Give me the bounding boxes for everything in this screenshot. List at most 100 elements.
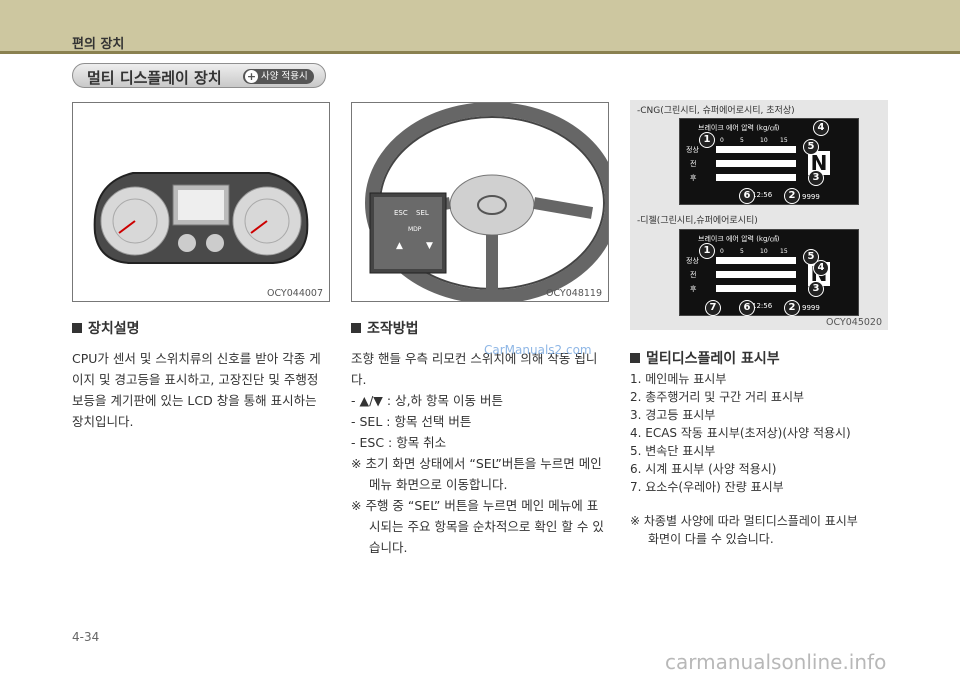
- footer-watermark: carmanualsonline.info: [665, 650, 887, 674]
- row-label: 전: [690, 271, 697, 279]
- row-label: 전: [690, 160, 697, 168]
- figure-code: OCY048119: [545, 288, 602, 299]
- bullet-square-icon: [72, 323, 82, 333]
- col2-note-line: 메뉴 화면으로 이동합니다.: [369, 477, 508, 492]
- col3-item: 4. ECAS 작동 표시부(초저상)(사양 적용시): [630, 426, 851, 440]
- callout-3: 3: [808, 281, 824, 297]
- bar-normal: [716, 146, 796, 153]
- bar-rear: [716, 285, 796, 292]
- col2-note-line: 습니다.: [369, 540, 408, 555]
- row-label: 후: [690, 285, 697, 293]
- overlay-watermark: CarManuals2.com: [484, 343, 592, 357]
- callout-5: 5: [803, 139, 819, 155]
- callout-3: 3: [808, 170, 824, 186]
- scale-label: 0: [720, 137, 724, 144]
- page-title: 멀티 디스플레이 장치: [87, 69, 222, 87]
- col1-heading: 장치설명: [72, 318, 140, 338]
- callout-7: 7: [705, 300, 721, 316]
- col3-item: 1. 메인메뉴 표시부: [630, 372, 727, 386]
- col2-intro-line: 조향 핸들 우측 리모컨 스위치에 의해 작동 됩니: [351, 351, 598, 366]
- callout-6: 6: [739, 188, 755, 204]
- screen-title: 브레이크 에어 압력 (kg/㎠): [698, 235, 780, 243]
- figure-code: OCY045020: [825, 317, 882, 328]
- col3-note: ※ 차종별 사양에 따라 멀티디스플레이 표시부 화면이 다를 수 있습니다.: [630, 512, 900, 548]
- bullet-square-icon: [630, 353, 640, 363]
- callout-4: 4: [813, 260, 829, 276]
- option-badge: +사양 적용시: [243, 69, 314, 84]
- col3-heading-text: 멀티디스플레이 표시부: [646, 351, 780, 367]
- header-rule: [0, 51, 960, 54]
- odometer-text: 9999: [802, 193, 820, 201]
- row-label: 정상: [686, 146, 699, 154]
- scale-label: 5: [740, 137, 744, 144]
- callout-4: 4: [813, 120, 829, 136]
- callout-2: 2: [784, 300, 800, 316]
- col3-item: 5. 변속단 표시부: [630, 444, 716, 458]
- scale-label: 0: [720, 248, 724, 255]
- col2-item: - ESC : 항목 취소: [351, 435, 447, 450]
- clock-text: 12:56: [752, 191, 773, 199]
- col2-note-line: ※ 초기 화면 상태에서 “SEL”버튼을 누르면 메인: [351, 456, 602, 471]
- col1-line: 장치입니다.: [72, 414, 134, 429]
- col3-note-line: ※ 차종별 사양에 따라 멀티디스플레이 표시부: [630, 514, 858, 528]
- col1-line: 보등을 계기판에 있는 LCD 창을 통해 표시하는: [72, 393, 317, 408]
- callout-6: 6: [739, 300, 755, 316]
- col3-heading: 멀티디스플레이 표시부: [630, 348, 780, 368]
- plus-icon: +: [245, 70, 258, 83]
- bar-front: [716, 160, 796, 167]
- callout-2: 2: [784, 188, 800, 204]
- col3-note-line: 화면이 다를 수 있습니다.: [648, 532, 774, 546]
- col2-note-line: 시되는 주요 항목을 순차적으로 확인 할 수 있: [369, 519, 604, 534]
- col2-body: 조향 핸들 우측 리모컨 스위치에 의해 작동 됩니 다. - ▲/▼ : 상,…: [351, 348, 617, 558]
- col2-heading: 조작방법: [351, 318, 419, 338]
- steering-wheel-illustration: [365, 103, 608, 301]
- bar-rear: [716, 174, 796, 181]
- sel-button: SEL: [416, 209, 429, 217]
- scale-label: 10: [760, 248, 768, 255]
- scale-label: 5: [740, 248, 744, 255]
- col2-item: - SEL : 항목 선택 버튼: [351, 414, 472, 429]
- cng-caption: -CNG(그린시티, 슈퍼에어로시티, 초저상): [637, 106, 795, 116]
- callout-1: 1: [699, 132, 715, 148]
- col2-heading-text: 조작방법: [367, 321, 419, 337]
- col1-line: CPU가 센서 및 스위치류의 신호를 받아 각종 게: [72, 351, 321, 366]
- mdp-button: MDP: [408, 226, 422, 233]
- instrument-cluster-illustration: [93, 172, 309, 264]
- col2-note-line: ※ 주행 중 “SEL” 버튼을 누르면 메인 메뉴에 표: [351, 498, 599, 513]
- screen-title: 브레이크 에어 압력 (kg/㎠): [698, 124, 780, 132]
- col1-line: 이지 및 경고등을 표시하고, 고장진단 및 주행정: [72, 372, 319, 387]
- page-number: 4-34: [72, 630, 100, 644]
- col3-item: 7. 요소수(우레아) 잔량 표시부: [630, 480, 784, 494]
- up-arrow-icon: ▲: [396, 241, 403, 251]
- row-label: 정상: [686, 257, 699, 265]
- row-label: 후: [690, 174, 697, 182]
- down-arrow-icon: ▼: [426, 241, 433, 251]
- header-bar: [0, 0, 960, 54]
- col3-item: 3. 경고등 표시부: [630, 408, 716, 422]
- col3-item: 2. 총주행거리 및 구간 거리 표시부: [630, 390, 805, 404]
- cluster-figure: OCY044007: [72, 102, 330, 302]
- page-title-pill: 멀티 디스플레이 장치 +사양 적용시: [72, 63, 326, 88]
- figure-code: OCY044007: [266, 288, 323, 299]
- scale-label: 10: [760, 137, 768, 144]
- col2-intro-line: 다.: [351, 372, 367, 387]
- scale-label: 15: [780, 248, 788, 255]
- bar-front: [716, 271, 796, 278]
- gear-box: N: [808, 151, 830, 175]
- col1-body: CPU가 센서 및 스위치류의 신호를 받아 각종 게 이지 및 경고등을 표시…: [72, 348, 334, 432]
- section-title: 편의 장치: [72, 37, 125, 52]
- clock-text: 12:56: [752, 302, 773, 310]
- callout-5: 5: [803, 249, 819, 265]
- callout-1: 1: [699, 243, 715, 259]
- option-badge-label: 사양 적용시: [261, 71, 308, 82]
- wheel-figure: ESC SEL MDP ▲ ▼ OCY048119: [351, 102, 609, 302]
- col3-item: 6. 시계 표시부 (사양 적용시): [630, 462, 777, 476]
- scale-label: 15: [780, 137, 788, 144]
- col1-heading-text: 장치설명: [88, 321, 140, 337]
- diesel-caption: -디젤(그린시티,슈퍼에어로시티): [637, 216, 758, 226]
- bullet-square-icon: [351, 323, 361, 333]
- col3-list: 1. 메인메뉴 표시부 2. 총주행거리 및 구간 거리 표시부 3. 경고등 …: [630, 370, 900, 496]
- col2-item: - ▲/▼ : 상,하 항목 이동 버튼: [351, 393, 503, 408]
- esc-button: ESC: [394, 209, 408, 217]
- bar-normal: [716, 257, 796, 264]
